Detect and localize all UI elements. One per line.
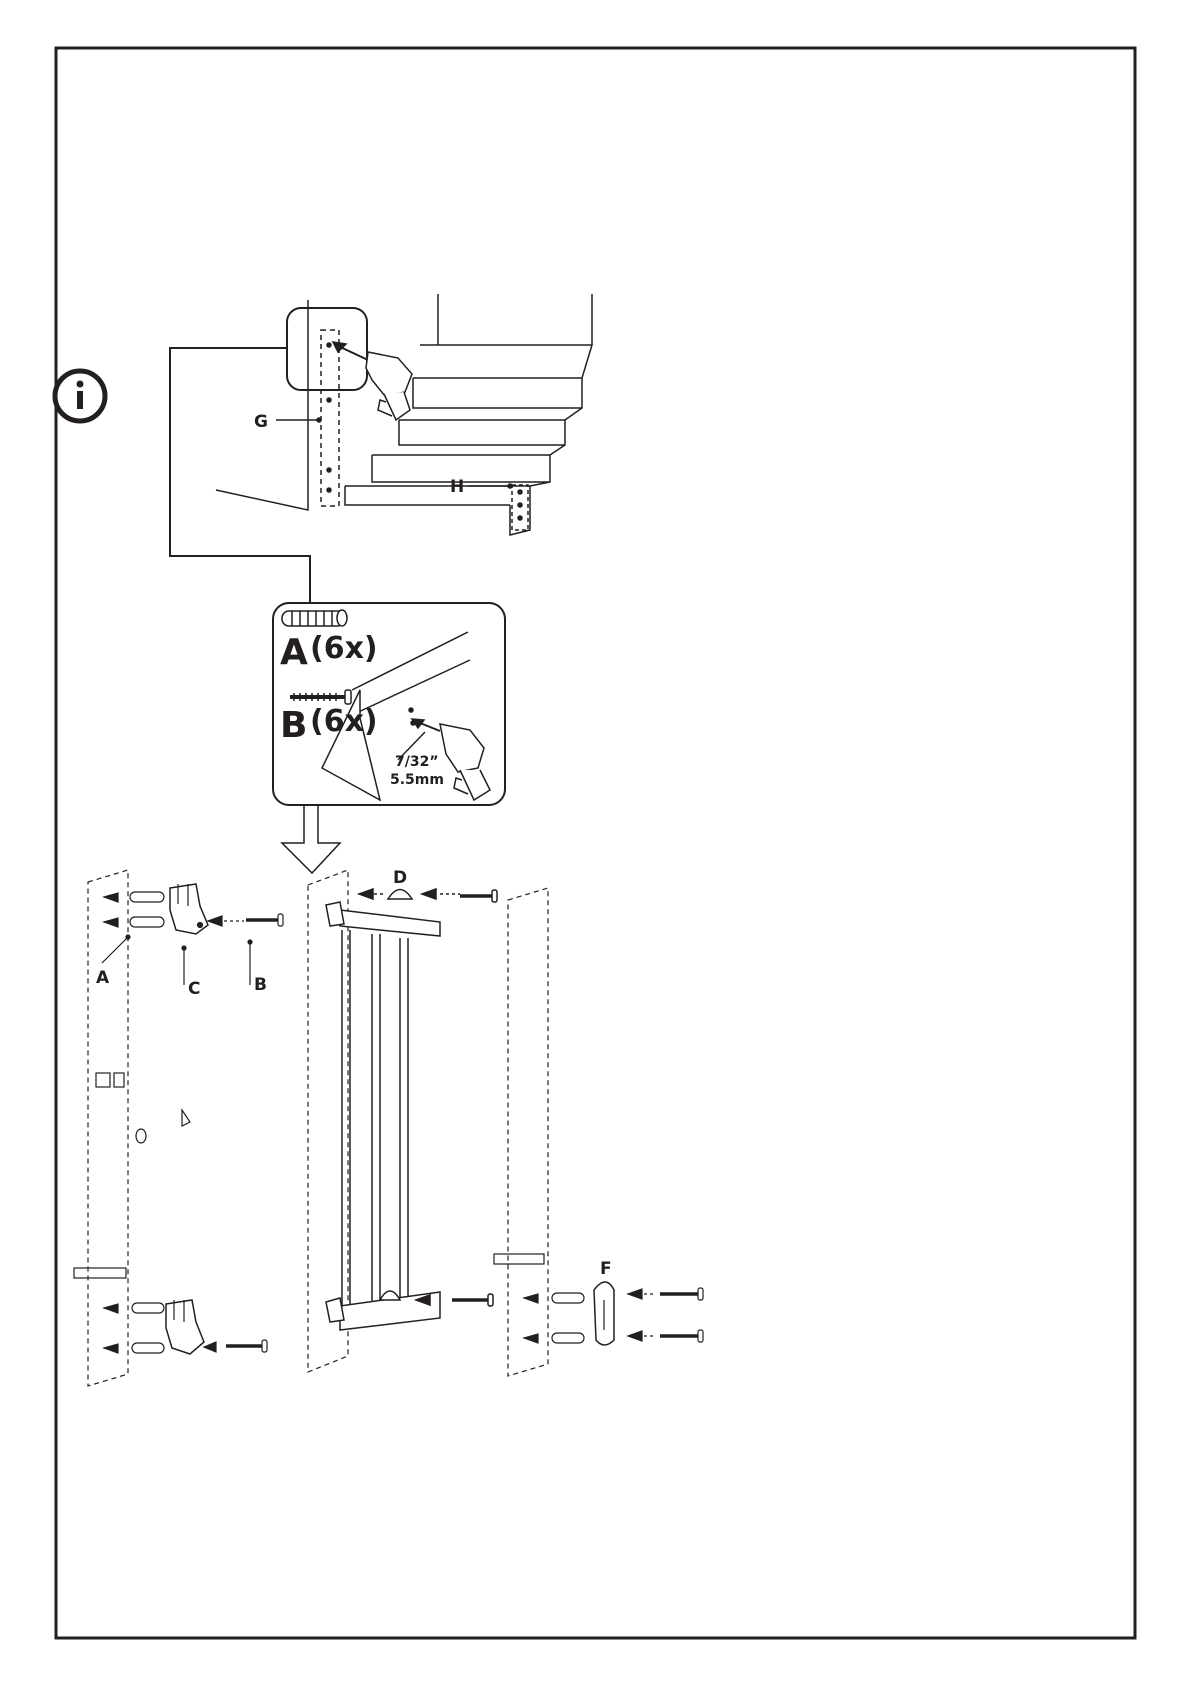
info-icon: [55, 371, 105, 421]
wall-anchor-icon: [282, 610, 347, 626]
anchor-quantity: (6x): [310, 631, 378, 666]
page-border: [56, 48, 1135, 1638]
drill-size-inch: 7/32”: [395, 754, 439, 770]
label-h: H: [450, 477, 464, 497]
label-a-assembly: A: [96, 968, 110, 988]
drill-icon: [333, 342, 412, 420]
label-f: F: [600, 1259, 612, 1279]
lower-tab-left: [74, 1268, 126, 1278]
anchor-pair-bottom: [104, 1303, 164, 1353]
stair-steps: [345, 294, 592, 535]
down-arrow-icon: [282, 806, 340, 873]
screw-icon: [290, 690, 351, 704]
gate-assembly: [308, 870, 497, 1372]
right-wall-strip: [508, 888, 548, 1376]
right-mounting-assembly: [494, 888, 703, 1376]
stair-scene: [170, 294, 592, 603]
gate-bars: [342, 930, 408, 1322]
label-d: D: [393, 868, 407, 888]
gate-top-rail: [340, 910, 440, 936]
drill-size-mm: 5.5mm: [390, 772, 444, 788]
anchor-letter: A: [280, 632, 308, 673]
label-b-assembly: B: [254, 975, 267, 995]
detail-callout-frame: [287, 308, 367, 390]
left-mounting-assembly: [74, 870, 283, 1386]
mounting-strip-g: [321, 330, 339, 506]
label-c: C: [188, 979, 200, 999]
screw-quantity: (6x): [310, 704, 378, 739]
screw-letter: B: [280, 705, 307, 746]
label-g: G: [254, 412, 268, 432]
lower-tab-right: [494, 1254, 544, 1264]
callout-connector: [170, 348, 310, 603]
anchor-pair-top: [104, 892, 164, 927]
cap-d: [388, 890, 412, 900]
anchor-pair-right: [524, 1293, 584, 1343]
